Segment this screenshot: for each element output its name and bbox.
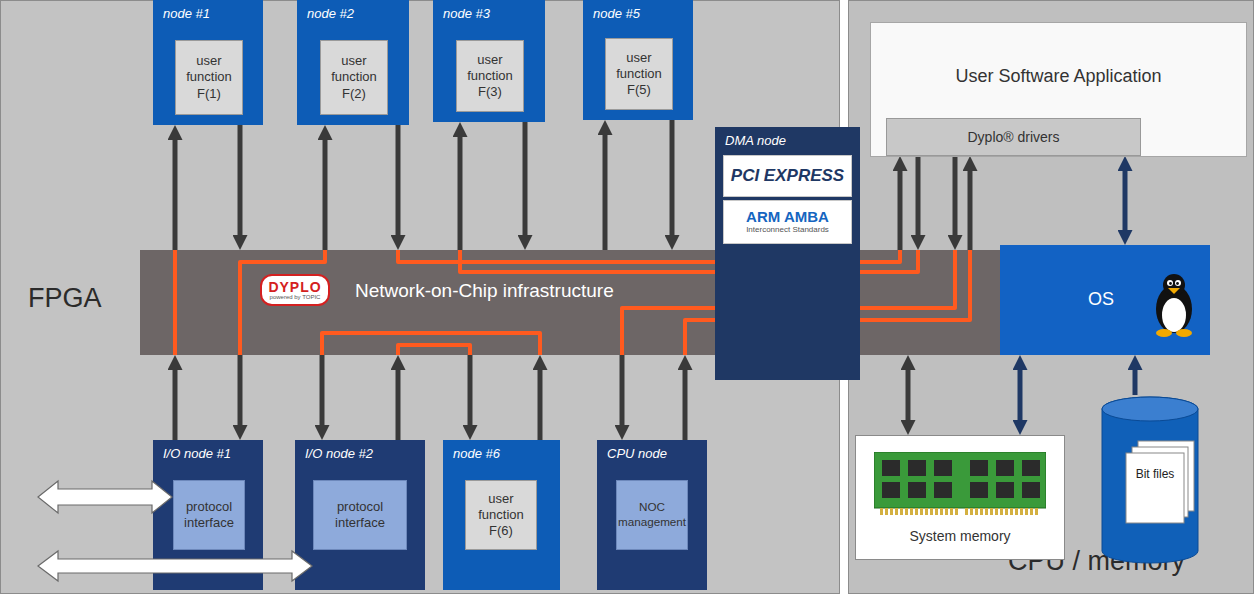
user-function-box: user function F(1) <box>175 40 243 115</box>
node-label: I/O node #2 <box>295 440 425 461</box>
node-label: user function F(1) <box>176 53 242 102</box>
logo-text: DYPLO <box>268 280 321 294</box>
connector-arrow <box>670 120 675 241</box>
linux-penguin <box>1150 271 1198 337</box>
node-label: System memory <box>856 436 1064 544</box>
connector-arrow <box>238 125 243 241</box>
connector-arrow <box>1018 364 1023 426</box>
node-label: I/O node #1 <box>153 440 263 461</box>
node-label: node #3 <box>433 0 545 21</box>
connector-arrow <box>953 156 958 241</box>
node-label: user function F(6) <box>466 491 536 540</box>
protocol-box: protocol interface <box>313 480 407 550</box>
cpu-region: CPU / memoryUser Software ApplicationDyp… <box>848 0 1254 594</box>
node-label: CPU node <box>597 440 707 461</box>
connector-arrow <box>523 122 528 241</box>
function-node: node #2 user function F(2) <box>297 0 409 125</box>
node-label: Dyplo® drivers <box>967 129 1059 145</box>
pcie-logo-box: PCI EXPRESS <box>723 155 852 197</box>
node-label: node #2 <box>297 0 409 21</box>
os-box: OS <box>1000 245 1210 355</box>
node-label: node #6 <box>443 440 560 461</box>
connector-arrow <box>898 165 903 250</box>
connector-arrow <box>916 156 921 241</box>
connector-arrow <box>238 355 243 431</box>
node-label: user function F(5) <box>606 50 672 99</box>
connector-arrow <box>173 134 178 250</box>
connector-arrow <box>968 165 973 250</box>
dyplo-logo: DYPLOpowered by TOPIC <box>260 274 330 306</box>
node-subtext: Interconnect Standards <box>746 225 829 235</box>
io-double-arrow <box>38 551 312 581</box>
node-label: PCI EXPRESS <box>731 166 844 186</box>
io-node: I/O node #1 protocol interface <box>153 440 263 590</box>
user-function-box: user function F(5) <box>605 38 673 110</box>
node-label: node #1 <box>153 0 263 21</box>
node-label: FPGA <box>0 0 102 314</box>
dma-node: DMA nodePCI EXPRESS ARM AMBAInterconnect … <box>715 127 860 380</box>
node-label: user function F(3) <box>457 52 523 101</box>
node-label: user function F(2) <box>321 53 387 102</box>
function-node: node #3 user function F(3) <box>433 0 545 122</box>
io-double-arrow <box>38 481 172 513</box>
node-label: protocol interface <box>314 499 406 532</box>
io-node: I/O node #2 protocol interface <box>295 440 425 590</box>
fpga-region: FPGA node #1 user function F(1) node #2 user… <box>0 0 840 594</box>
connector-arrow <box>906 364 911 426</box>
user-function-box: user function F(2) <box>320 40 388 115</box>
protocol-box: protocol interface <box>173 480 245 550</box>
connector-arrow <box>620 355 625 431</box>
node-label: NOC management <box>616 500 688 529</box>
connector-arrow <box>320 355 325 431</box>
connector-arrow <box>173 364 178 440</box>
user-function-box: user function F(6) <box>465 480 537 550</box>
connector-arrow <box>468 355 473 431</box>
node-label: node #5 <box>583 0 693 21</box>
function-node: node #1 user function F(1) <box>153 0 263 125</box>
user-function-box: user function F(3) <box>456 40 524 112</box>
connector-arrow <box>458 131 463 250</box>
node-label: User Software Application <box>871 23 1246 87</box>
connector-arrow <box>1133 364 1138 395</box>
bitfile-storage: Bit files <box>1100 395 1200 565</box>
noc-management-box: NOC management <box>616 480 688 550</box>
noc-band: Network-on-Chip infrastructureDYPLOpower… <box>140 250 1000 355</box>
function-node: node #6 user function F(6) <box>443 440 560 590</box>
memory-box: System memory <box>855 435 1065 560</box>
cpu-node: CPU nodeNOC management <box>597 440 707 590</box>
node-label: protocol interface <box>174 499 244 532</box>
connector-arrow <box>603 129 608 250</box>
connector-arrow <box>683 364 688 440</box>
node-label: Bit files <box>1128 395 1182 481</box>
function-node: node #5 user function F(5) <box>583 0 693 120</box>
node-label: OS <box>1000 245 1114 310</box>
ram-module <box>874 452 1046 516</box>
connector-arrow <box>323 134 328 250</box>
node-label: DMA node <box>715 127 860 148</box>
node-label: ARM AMBA <box>746 209 829 226</box>
application-box: User Software ApplicationDyplo® drivers <box>870 22 1247 157</box>
connector-arrow <box>1123 165 1128 236</box>
amba-logo-box: ARM AMBAInterconnect Standards <box>723 200 852 244</box>
connector-arrow <box>396 364 401 440</box>
connector-arrow <box>538 364 543 440</box>
connector-arrow <box>396 125 401 241</box>
logo-subtext: powered by TOPIC <box>270 294 321 301</box>
node-label: Network-on-Chip infrastructure <box>140 250 614 302</box>
driver-box: Dyplo® drivers <box>886 118 1141 156</box>
